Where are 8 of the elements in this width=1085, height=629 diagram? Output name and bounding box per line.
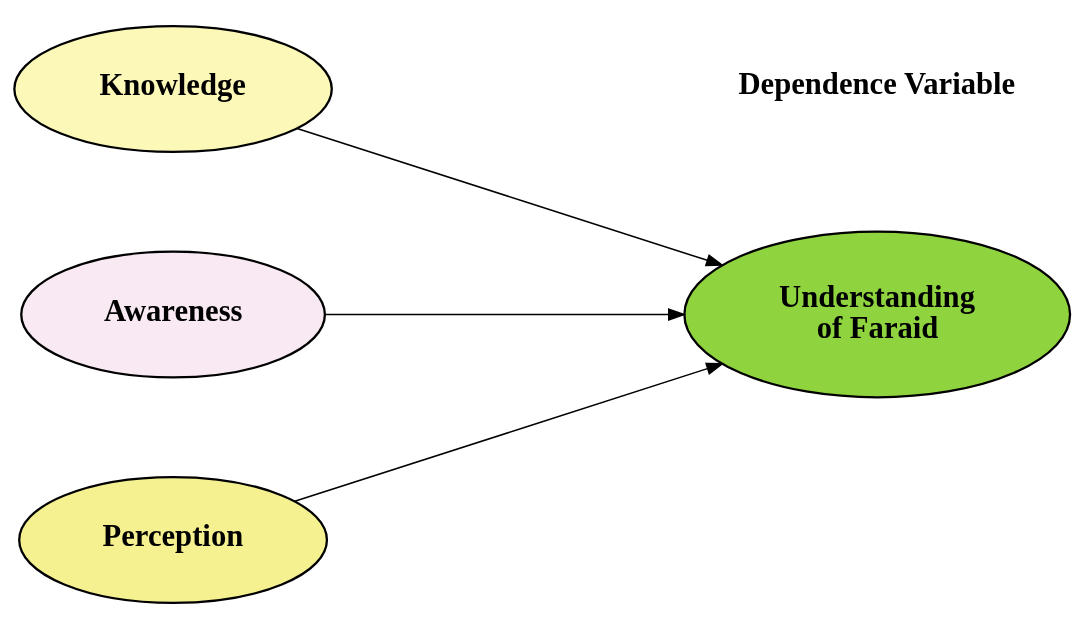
arrow [324, 308, 687, 321]
arrow [293, 362, 725, 503]
label: Dependence Variable [738, 66, 1016, 101]
node-ellipse: Awareness [20, 250, 327, 379]
node-ellipse: Understanding of Faraid [683, 230, 1072, 399]
node-ellipse: Perception [18, 475, 329, 605]
arrow [296, 127, 725, 267]
node-ellipse: Knowledge [13, 24, 333, 154]
